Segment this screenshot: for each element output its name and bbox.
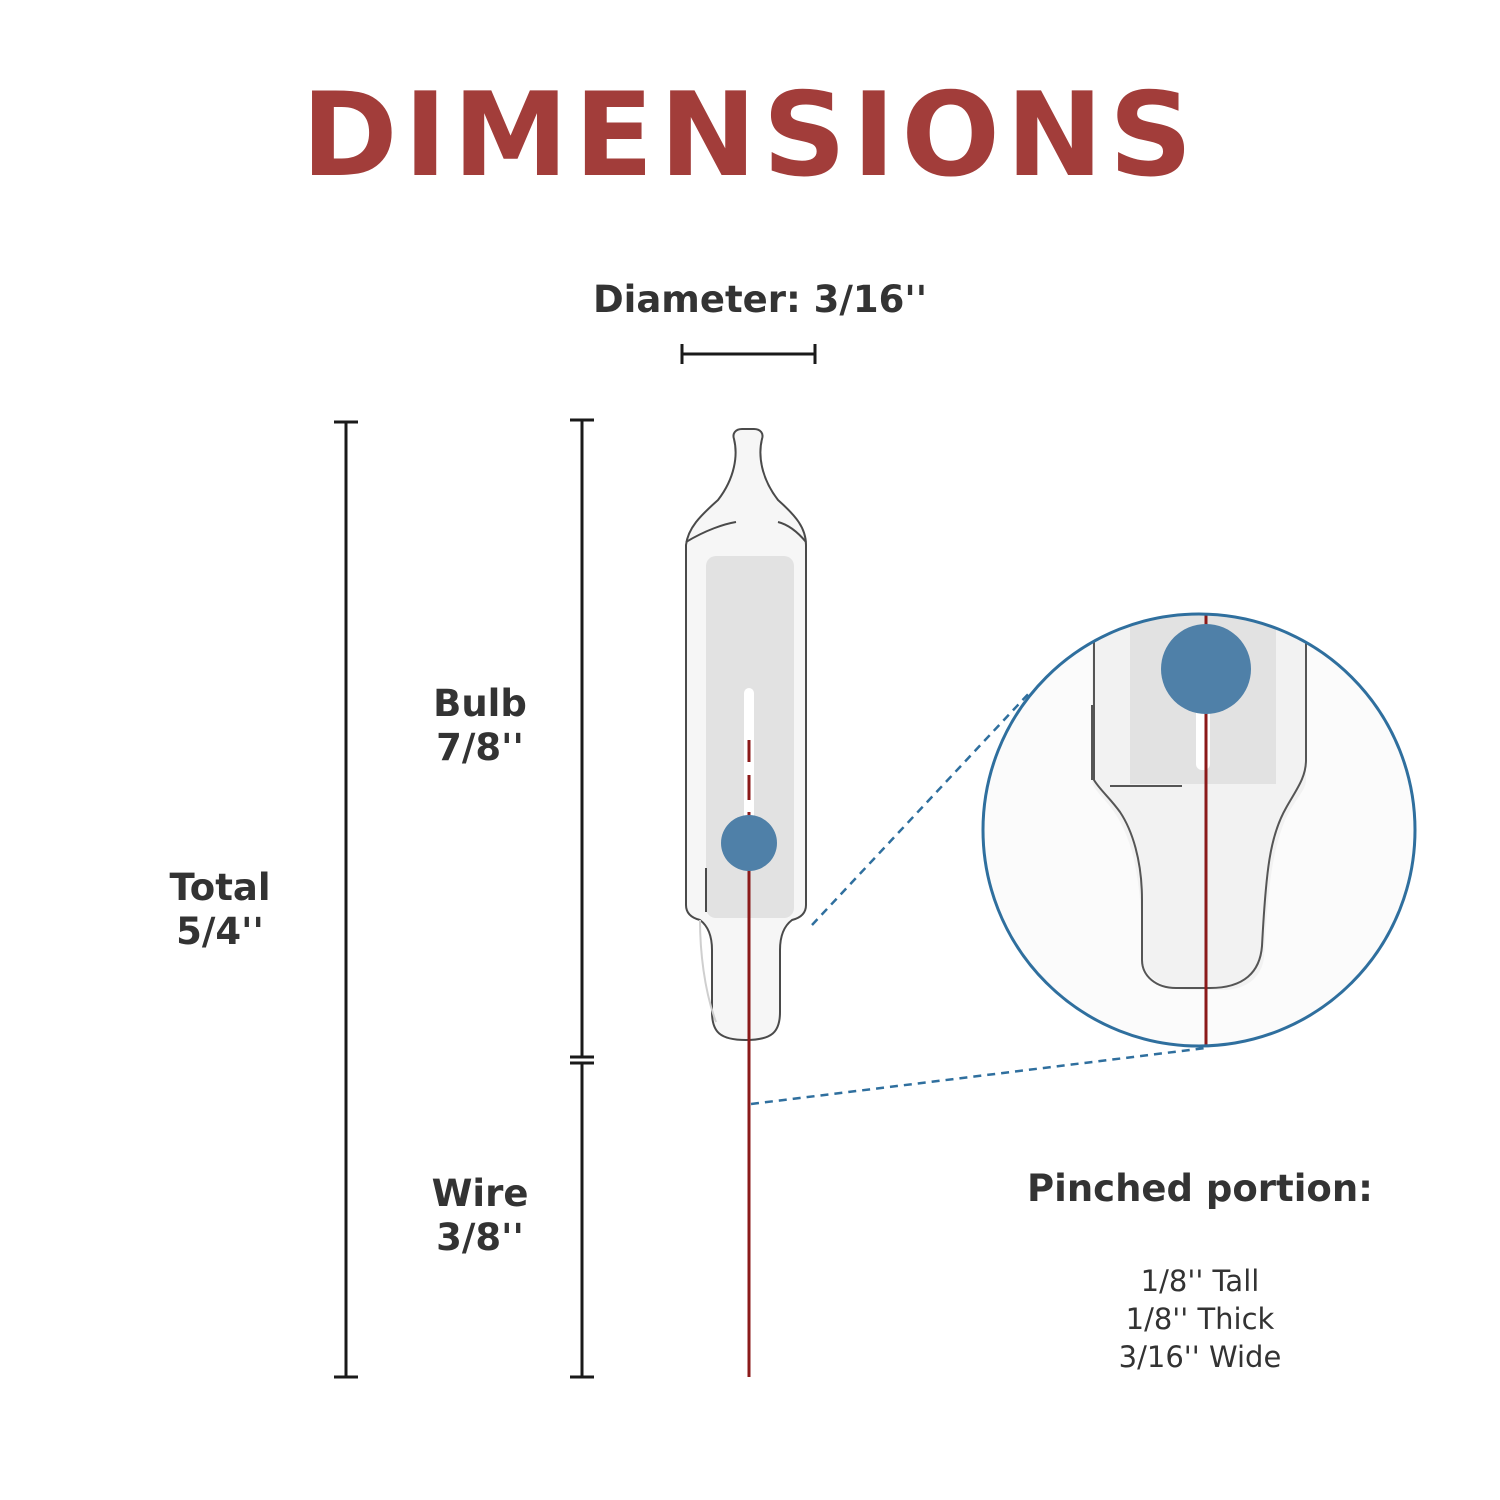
- total-label: Total 5/4'': [130, 866, 310, 955]
- wire-measure-bar: [570, 1061, 594, 1379]
- diameter-label: Diameter: 3/16'': [592, 278, 928, 321]
- bulb-glass: [685, 428, 807, 1042]
- total-name: Total: [169, 866, 271, 909]
- page-title: DIMENSIONS: [301, 68, 1199, 203]
- wire-size: 3/8'': [436, 1216, 524, 1260]
- total-size: 5/4'': [176, 910, 264, 954]
- wire-name: Wire: [431, 1172, 529, 1215]
- zoom-connector-dot: [1161, 624, 1251, 714]
- bulb-name: Bulb: [433, 682, 527, 725]
- connector-dot: [721, 815, 777, 871]
- zoom-lines: [750, 689, 1207, 1106]
- spec-tall: 1/8'' Tall: [1140, 1264, 1260, 1298]
- total-measure-bar: [334, 420, 358, 1379]
- diameter-measure-bar: [680, 344, 817, 364]
- bulb-measure-bar: [570, 418, 594, 1059]
- pinched-title: Pinched portion:: [1027, 1167, 1373, 1210]
- bulb-size: 7/8'': [436, 726, 524, 770]
- spec-wide: 3/16'' Wide: [1118, 1340, 1282, 1374]
- wire-label: Wire 3/8'': [390, 1172, 570, 1261]
- spec-thick: 1/8'' Thick: [1125, 1302, 1275, 1336]
- pinched-spec-list: 1/8'' Tall 1/8'' Thick 3/16'' Wide: [1000, 1262, 1400, 1376]
- bulb-label: Bulb 7/8'': [390, 682, 570, 771]
- zoom-circle: [981, 612, 1417, 1048]
